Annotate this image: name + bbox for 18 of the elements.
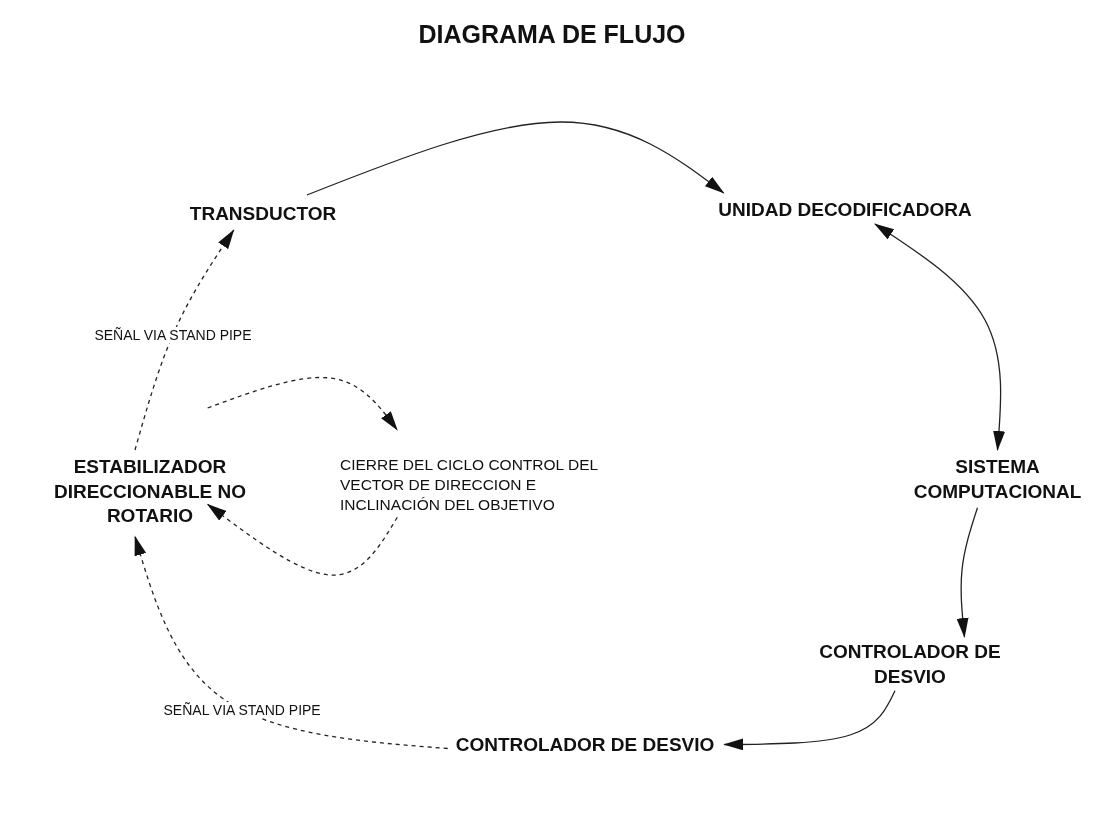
diagram-title: DIAGRAMA DE FLUJO	[417, 20, 687, 49]
node-label: TRANSDUCTOR	[188, 202, 338, 226]
arrow	[306, 121, 725, 196]
arrow	[134, 229, 235, 451]
edge-label: SEÑAL VIA STAND PIPE	[92, 326, 254, 343]
node-label: CONTROLADOR DE DESVIO	[818, 640, 1002, 689]
arrow	[874, 223, 1006, 451]
arrow	[206, 503, 398, 576]
arrow	[956, 507, 979, 638]
node-label: SISTEMA COMPUTACIONAL	[912, 455, 1083, 504]
note-text: CIERRE DEL CICLO CONTROL DEL VECTOR DE DIRECCION E INCLINACIÓN DEL OBJETIVO	[340, 455, 599, 516]
arrow	[207, 376, 398, 431]
node-label: UNIDAD DECODIFICADORA	[717, 198, 973, 222]
arrow	[134, 535, 449, 750]
node-label: CONTROLADOR DE DESVIO	[454, 733, 716, 757]
edge-label: SEÑAL VIA STAND PIPE	[161, 702, 323, 718]
node-label: ESTABILIZADOR DIRECCIONABLE NO ROTARIO	[52, 455, 248, 529]
arrow	[723, 690, 896, 751]
